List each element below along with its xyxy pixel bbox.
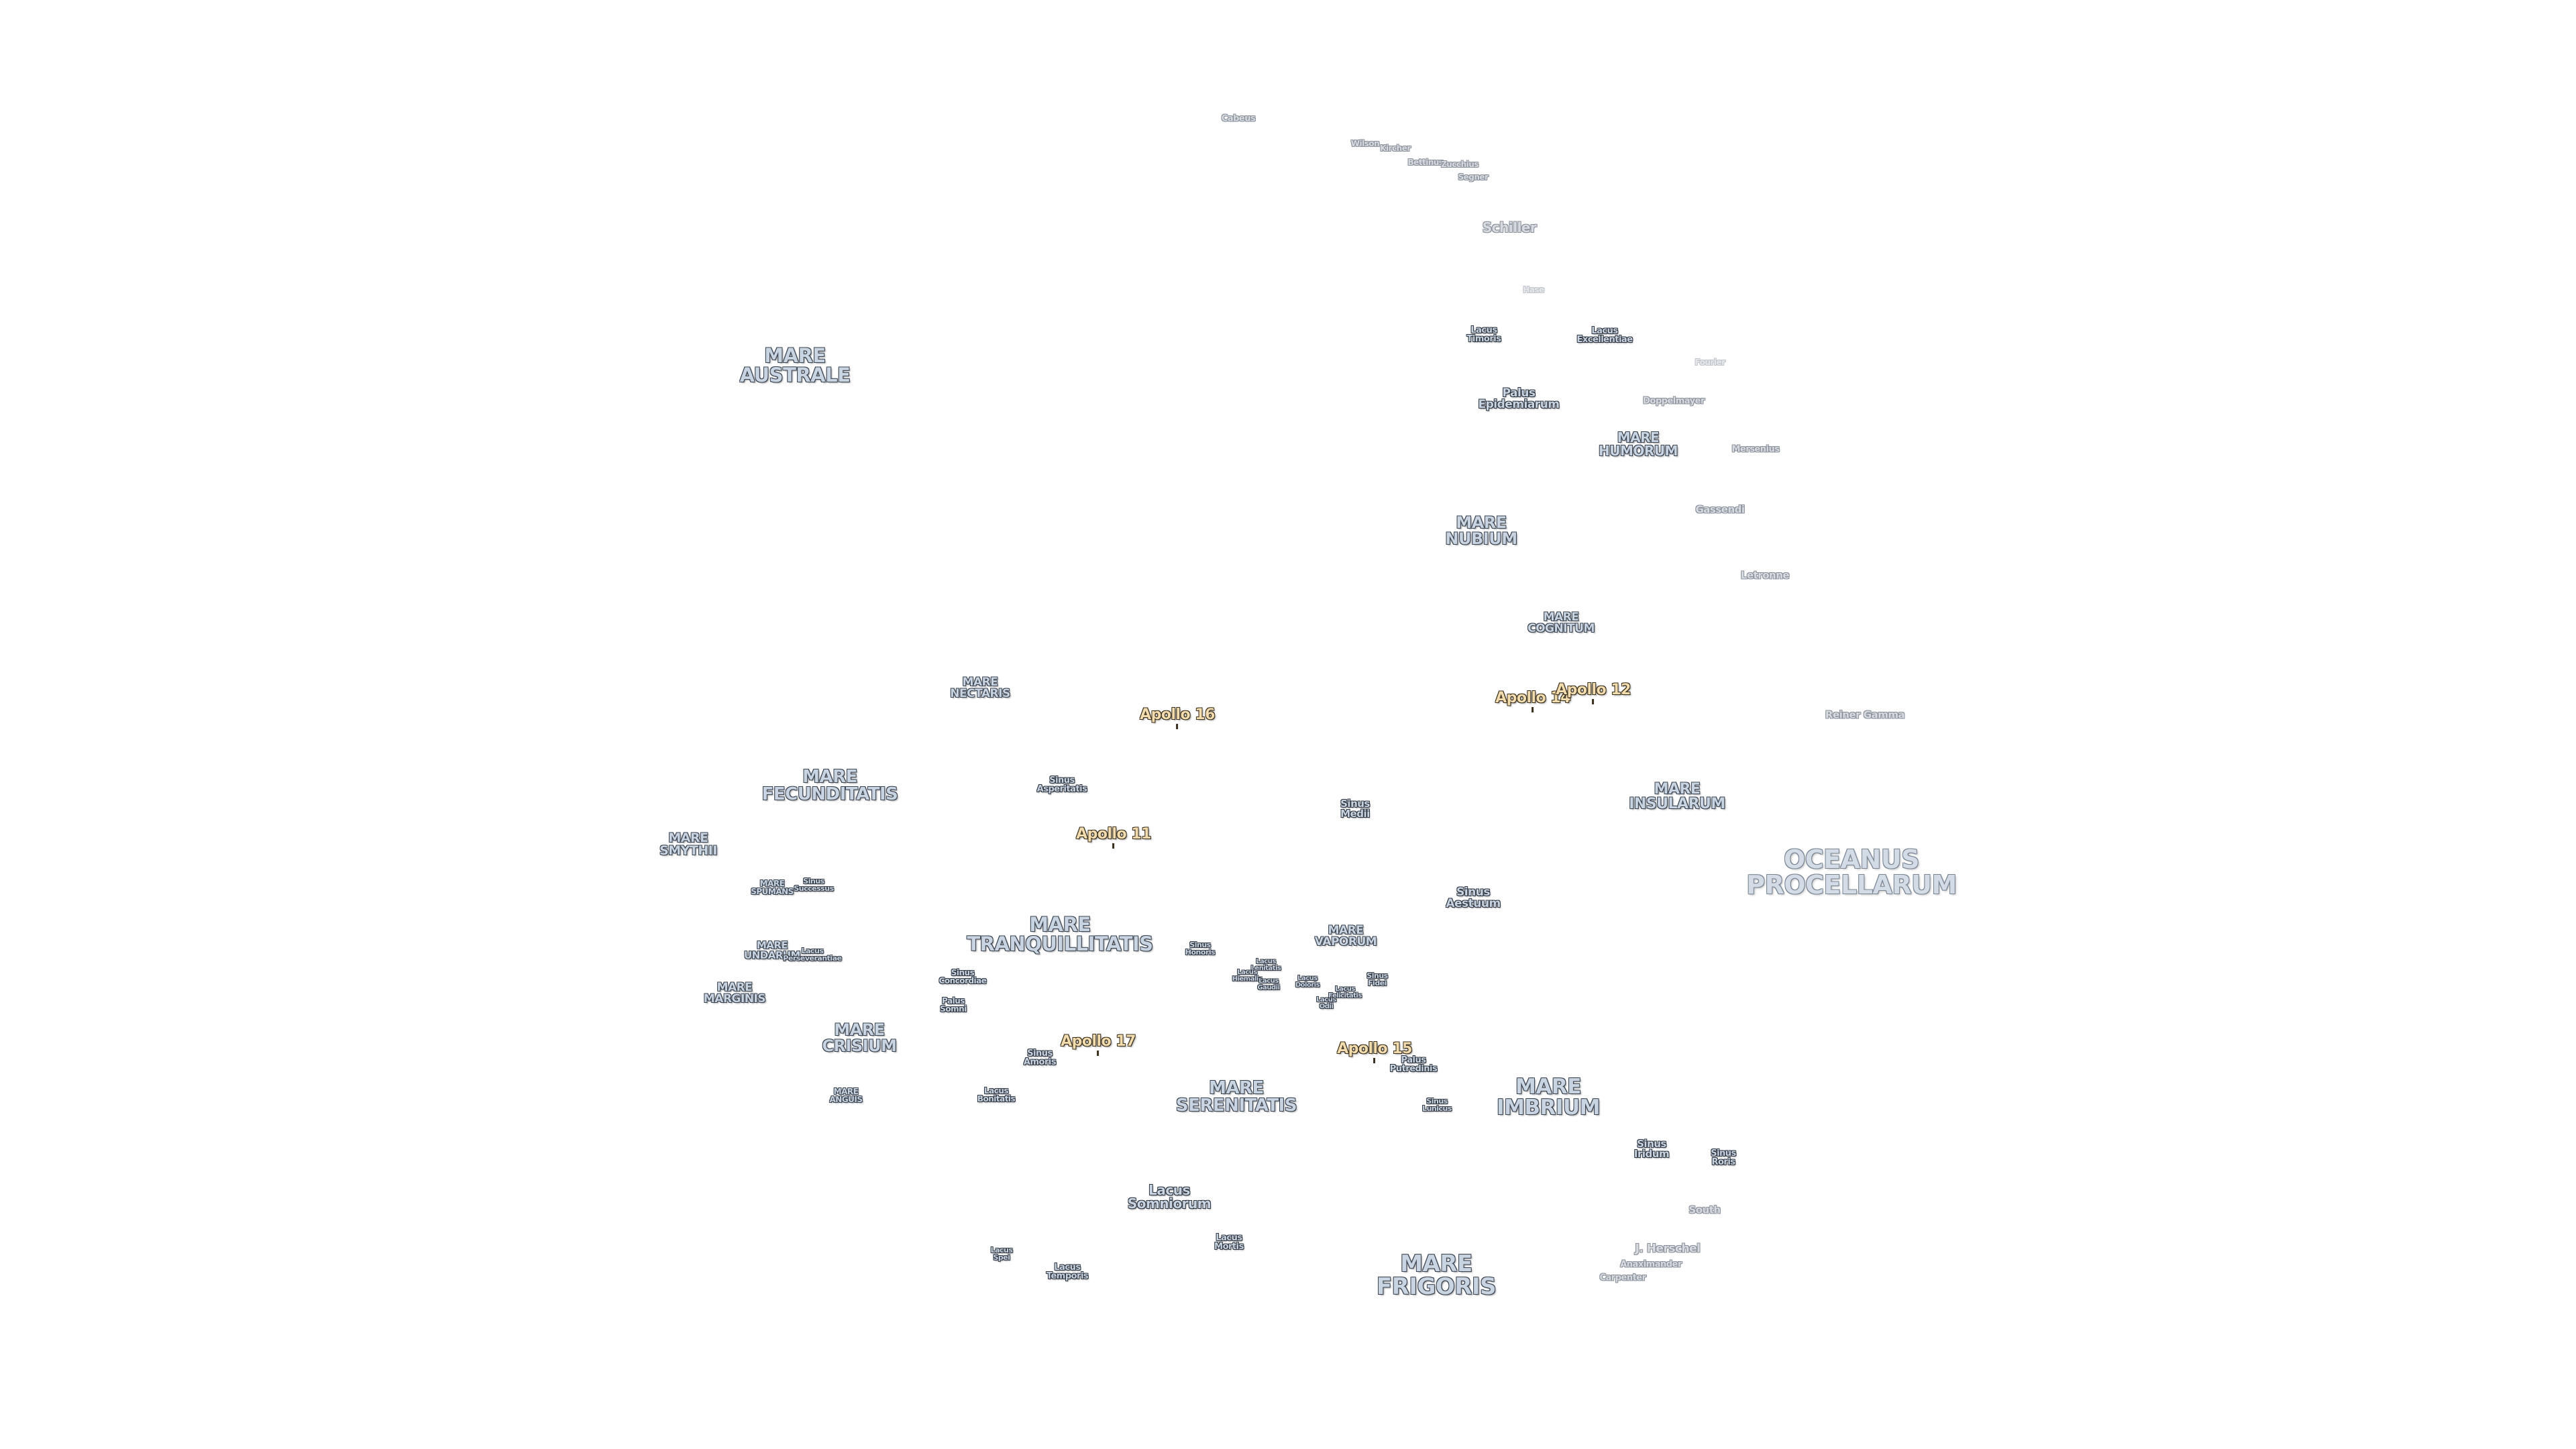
label-mare-undarum: MARE UNDARUM xyxy=(744,939,800,961)
label-lacus-somniorum: Lacus Somniorum xyxy=(1127,1182,1212,1212)
label-segner: Segner xyxy=(1458,172,1489,182)
label-apollo-14[interactable]: Apollo 14 xyxy=(1495,690,1570,712)
label-apollo-16[interactable]: Apollo 16 xyxy=(1140,706,1215,729)
label-lacus-odii: Lacus Odii xyxy=(1316,996,1336,1010)
label-mare-humorum: MARE HUMORUM xyxy=(1599,429,1678,459)
label-palus-putredinis: Palus Putredinis xyxy=(1389,1055,1438,1074)
label-lacus-bonitatis: Lacus Bonitatis xyxy=(977,1086,1016,1104)
label-mare-spumans: MARE SPUMANS xyxy=(751,879,794,896)
label-lacus-perseverantiae: Lacus Perseverantiae xyxy=(783,947,842,963)
label-schiller: Schiller xyxy=(1482,219,1537,235)
label-mare-frigoris: MARE FRIGORIS xyxy=(1376,1250,1497,1300)
label-mare-serenitatis: MARE SERENITATIS xyxy=(1175,1078,1297,1116)
label-sinus-aestuum: Sinus Aestuum xyxy=(1446,885,1501,910)
label-reiner-gamma: Reiner Gamma xyxy=(1825,708,1905,721)
label-mare-vaporum: MARE VAPORUM xyxy=(1314,924,1377,949)
label-mare-anguis: MARE ANGUIS xyxy=(829,1087,863,1104)
label-mare-insularum: MARE INSULARUM xyxy=(1629,781,1725,812)
label-apollo-17[interactable]: Apollo 17 xyxy=(1061,1033,1136,1056)
label-lacus-gaudii: Lacus Gaudii xyxy=(1257,977,1280,991)
label-doppelmayer: Doppelmayer xyxy=(1643,396,1705,407)
label-lacus-lenitatis: Lacus Lenitatis xyxy=(1250,958,1281,972)
label-sinus-asperitatis: Sinus Asperitatis xyxy=(1036,775,1087,794)
label-lacus-excellentiae: Lacus Excellentiae xyxy=(1576,326,1633,345)
label-sinus-successus: Sinus Successus xyxy=(794,877,834,893)
label-sinus-fidei: Sinus Fidei xyxy=(1366,971,1388,987)
label-mare-australe: MARE AUSTRALE xyxy=(739,344,851,386)
label-sinus-iridum: Sinus Iridum xyxy=(1633,1138,1670,1160)
label-sinus-lunicus: Sinus Lunicus xyxy=(1422,1097,1452,1113)
label-lacus-hiemalis: Lacus Hiemalis xyxy=(1232,969,1263,983)
label-sinus-concordiae: Sinus Concordiae xyxy=(938,968,987,985)
label-mare-marginis: MARE MARGINIS xyxy=(703,981,766,1006)
label-zucchius: Zucchius xyxy=(1441,160,1479,169)
label-mare-crisium: MARE CRISIUM xyxy=(822,1020,897,1055)
label-mare-fecunditatis: MARE FECUNDITATIS xyxy=(761,767,898,804)
label-apollo-11[interactable]: Apollo 11 xyxy=(1076,826,1151,849)
label-cabeus: Cabeus xyxy=(1221,113,1256,124)
label-j-herschel: J. Herschel xyxy=(1635,1242,1701,1256)
label-lacus-timoris: Lacus Timoris xyxy=(1466,325,1501,344)
label-mare-cognitum: MARE COGNITUM xyxy=(1527,610,1595,635)
label-sinus-roris: Sinus Roris xyxy=(1711,1148,1736,1167)
label-hase: Hase xyxy=(1523,285,1544,294)
label-south: South xyxy=(1688,1203,1721,1216)
label-oceanus-procellarum: OCEANUS PROCELLARUM xyxy=(1746,845,1957,900)
label-apollo-15[interactable]: Apollo 15 xyxy=(1337,1040,1412,1063)
label-sinus-honoris: Sinus Honoris xyxy=(1185,941,1216,957)
label-sinus-medii: Sinus Medii xyxy=(1340,798,1370,820)
label-palus-somni: Palus Somni xyxy=(940,996,967,1014)
label-wilson: Wilson xyxy=(1350,139,1380,148)
label-sinus-amoris: Sinus Amoris xyxy=(1023,1049,1057,1067)
label-fourier: Fourier xyxy=(1695,358,1725,367)
label-gassendi: Gassendi xyxy=(1695,503,1745,516)
label-mare-nubium: MARE NUBIUM xyxy=(1445,513,1517,548)
label-lacus-mortis: Lacus Mortis xyxy=(1214,1233,1244,1252)
label-lacus-spei: Lacus Spei xyxy=(990,1246,1013,1262)
label-anaximander: Anaximander xyxy=(1620,1259,1682,1270)
label-letronne: Letronne xyxy=(1740,569,1790,582)
label-mare-tranquillitatis: MARE TRANQUILLITATIS xyxy=(967,913,1153,955)
label-lacus-doloris: Lacus Doloris xyxy=(1295,975,1320,989)
label-kircher: Kircher xyxy=(1380,144,1411,153)
label-lacus-temporis: Lacus Temporis xyxy=(1046,1263,1089,1281)
label-mare-smythii: MARE SMYTHII xyxy=(659,830,717,858)
label-carpenter: Carpenter xyxy=(1599,1273,1646,1283)
label-apollo-12[interactable]: Apollo 12 xyxy=(1556,682,1631,704)
label-bettinus: Bettinus xyxy=(1407,158,1444,167)
label-lacus-felicitatis: Lacus Felicitatis xyxy=(1328,985,1362,1000)
label-mersenius: Mersenius xyxy=(1731,444,1780,455)
label-palus-epidemiarum: Palus Epidemiarum xyxy=(1478,386,1560,411)
label-mare-nectaris: MARE NECTARIS xyxy=(950,676,1010,700)
label-mare-imbrium: MARE IMBRIUM xyxy=(1497,1075,1600,1120)
